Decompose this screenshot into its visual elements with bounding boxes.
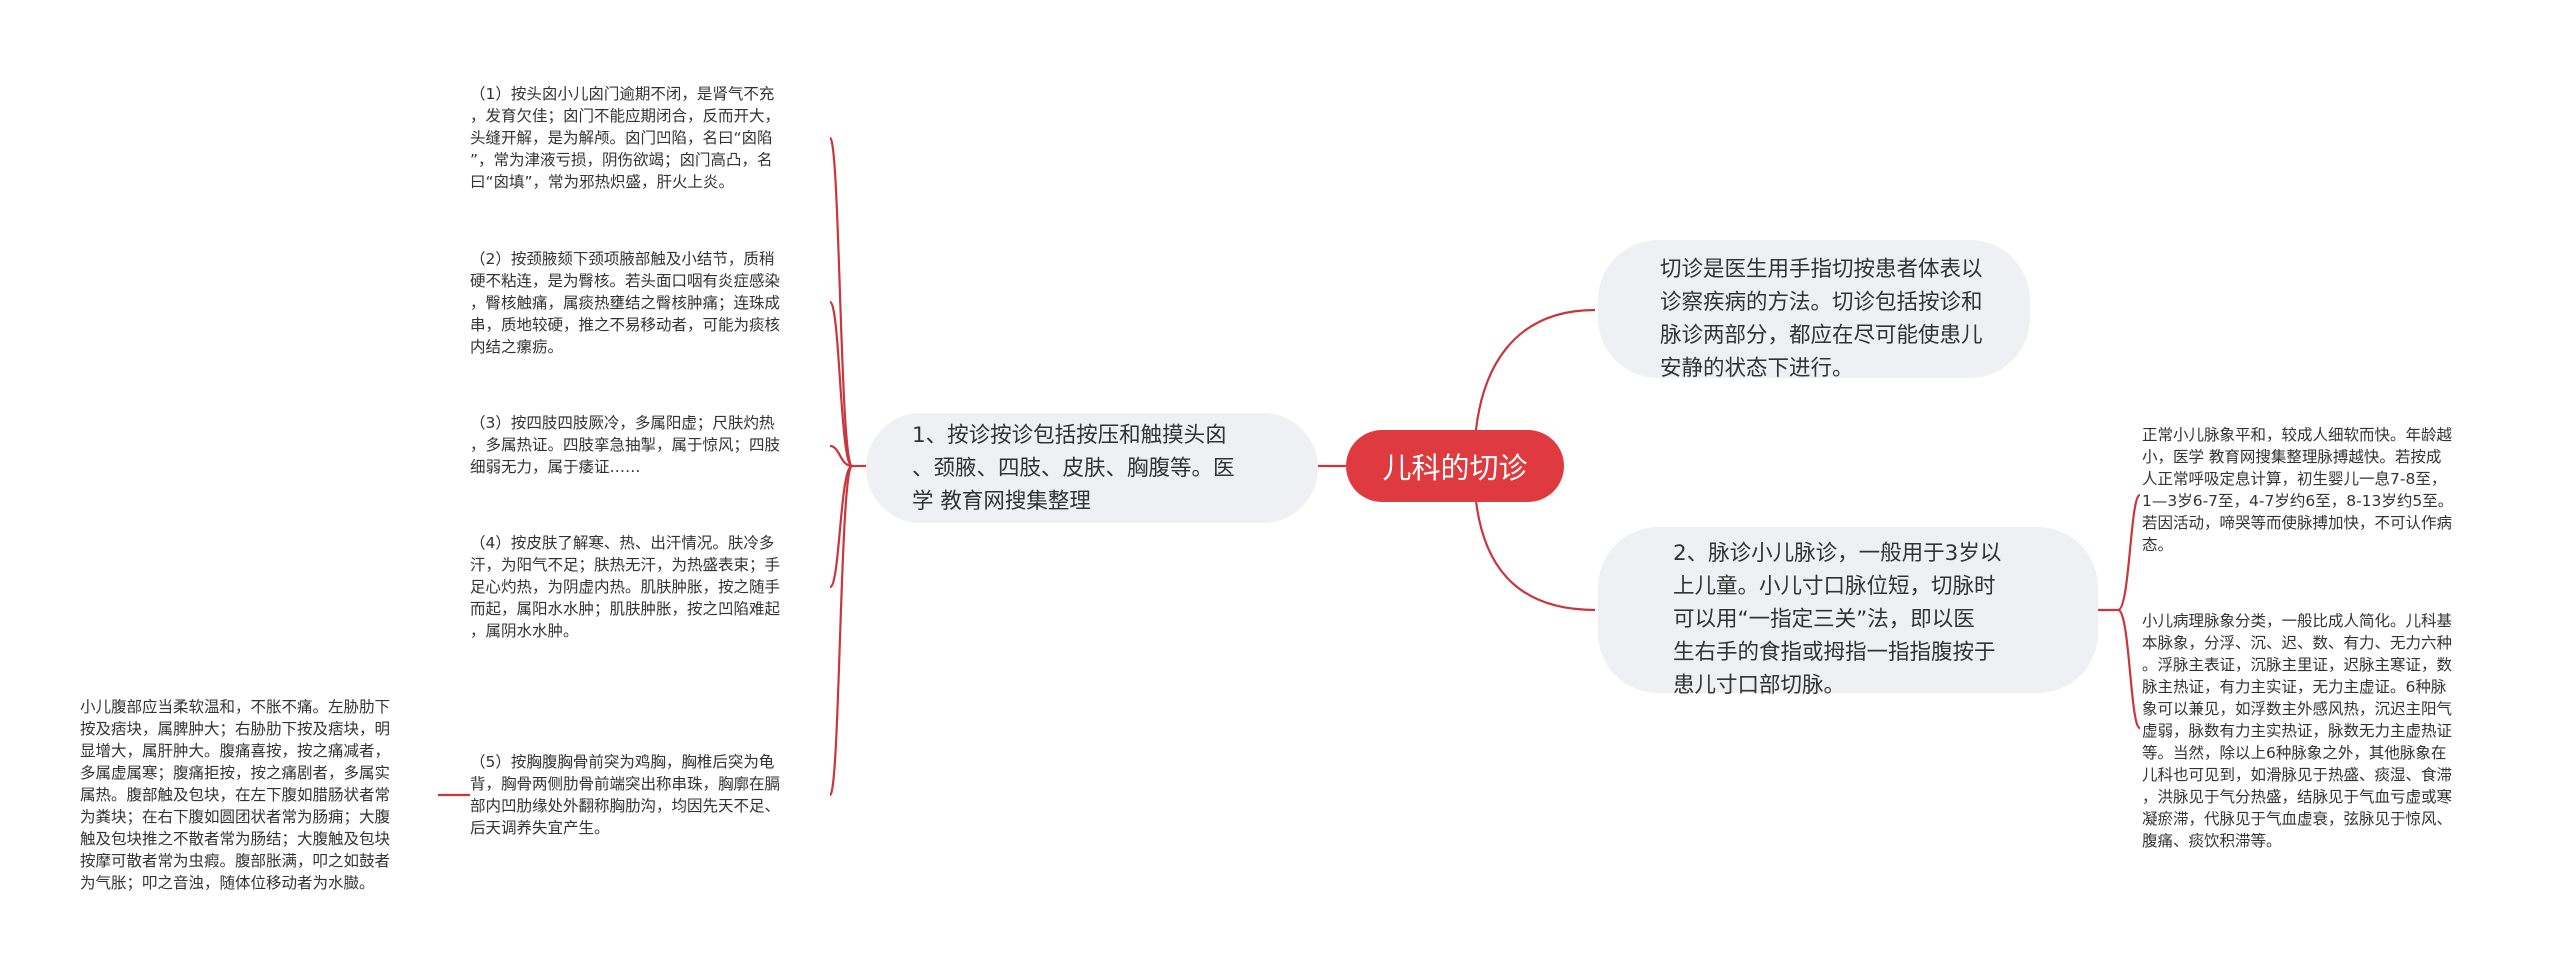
- palpation-leaf-neck: （2）按颈腋颏下颈项腋部触及小结节，质稍 硬不粘连，是为臀核。若头面口咽有炎症感…: [470, 248, 830, 358]
- root-node[interactable]: 儿科的切诊: [1346, 430, 1564, 502]
- connector-pulse-leaf-normal: [2116, 493, 2142, 612]
- palpation-leaf-neck-text: （2）按颈腋颏下颈项腋部触及小结节，质稍 硬不粘连，是为臀核。若头面口咽有炎症感…: [470, 250, 781, 356]
- pulse-leaf-normal-text: 正常小儿脉象平和，较成人细软而快。年龄越 小，医学 教育网搜集整理脉搏越快。若按…: [2142, 426, 2454, 554]
- palpation-leaf-limbs: （3）按四肢四肢厥冷，多属阳虚；尺肤灼热 ，多属热证。四肢挛急抽掣，属于惊风；四…: [470, 412, 830, 478]
- palpation-leaf-fontanel: （1）按头囟小儿囟门逾期不闭，是肾气不充 ，发育欠佳；囟门不能应期闭合，反而开大…: [470, 83, 830, 193]
- palpation-leaf-skin: （4）按皮肤了解寒、热、出汗情况。肤冷多 汗，为阳气不足；肤热无汗，为热盛表束；…: [470, 532, 830, 642]
- abdomen-leaf-text: 小儿腹部应当柔软温和，不胀不痛。左胁肋下 按及痞块，属脾肿大；右胁肋下按及痞块，…: [80, 698, 391, 892]
- connector-leaf-1: [828, 136, 854, 468]
- palpation-leaf-chest: （5）按胸腹胸骨前突为鸡胸，胸椎后突为龟 背，胸骨两侧肋骨前端突出称串珠，胸廓在…: [470, 751, 830, 839]
- pulse-branch-text: 2、脉诊小儿脉诊，一般用于3岁以 上儿童。小儿寸口脉位短，切脉时 可以用“一指定…: [1673, 541, 2002, 698]
- abdomen-leaf: 小儿腹部应当柔软温和，不胀不痛。左胁肋下 按及痞块，属脾肿大；右胁肋下按及痞块，…: [80, 696, 438, 894]
- connector-pulse-leaf-pathology: [2116, 608, 2142, 730]
- palpation-leaf-skin-text: （4）按皮肤了解寒、热、出汗情况。肤冷多 汗，为阳气不足；肤热无汗，为热盛表束；…: [470, 534, 781, 640]
- connector-leaf-3: [829, 444, 853, 468]
- palpation-leaf-chest-text: （5）按胸腹胸骨前突为鸡胸，胸椎后突为龟 背，胸骨两侧肋骨前端突出称串珠，胸廓在…: [470, 753, 781, 837]
- pulse-branch-node[interactable]: 2、脉诊小儿脉诊，一般用于3岁以 上儿童。小儿寸口脉位短，切脉时 可以用“一指定…: [1598, 527, 2098, 698]
- palpation-leaf-fontanel-text: （1）按头囟小儿囟门逾期不闭，是肾气不充 ，发育欠佳；囟门不能应期闭合，反而开大…: [470, 85, 781, 191]
- pulse-leaf-normal: 正常小儿脉象平和，较成人细软而快。年龄越 小，医学 教育网搜集整理脉搏越快。若按…: [2142, 424, 2502, 556]
- pulse-leaf-pathology-text: 小儿病理脉象分类，一般比成人简化。儿科基 本脉象，分浮、沉、迟、数、有力、无力六…: [2142, 612, 2453, 850]
- connector-root-to-intro: [1472, 308, 1596, 467]
- palpation-branch-text: 1、按诊按诊包括按压和触摸头囟 、颈腋、四肢、皮肤、胸腹等。医 学 教育网搜集整…: [912, 423, 1235, 514]
- connector-leaf-5: [828, 464, 854, 797]
- connector-root-to-pulse: [1472, 465, 1596, 612]
- palpation-leaf-limbs-text: （3）按四肢四肢厥冷，多属阳虚；尺肤灼热 ，多属热证。四肢挛急抽掣，属于惊风；四…: [470, 414, 781, 476]
- connector-leaf-4: [828, 464, 854, 589]
- palpation-branch-node[interactable]: 1、按诊按诊包括按压和触摸头囟 、颈腋、四肢、皮肤、胸腹等。医 学 教育网搜集整…: [866, 413, 1318, 523]
- root-label: 儿科的切诊: [1382, 451, 1528, 485]
- connector-leaf-2: [828, 300, 854, 468]
- intro-branch-text: 切诊是医生用手指切按患者体表以 诊察疾病的方法。切诊包括按诊和 脉诊两部分，都应…: [1660, 257, 1983, 381]
- intro-branch-node[interactable]: 切诊是医生用手指切按患者体表以 诊察疾病的方法。切诊包括按诊和 脉诊两部分，都应…: [1598, 240, 2030, 381]
- pulse-leaf-pathology: 小儿病理脉象分类，一般比成人简化。儿科基 本脉象，分浮、沉、迟、数、有力、无力六…: [2142, 610, 2502, 852]
